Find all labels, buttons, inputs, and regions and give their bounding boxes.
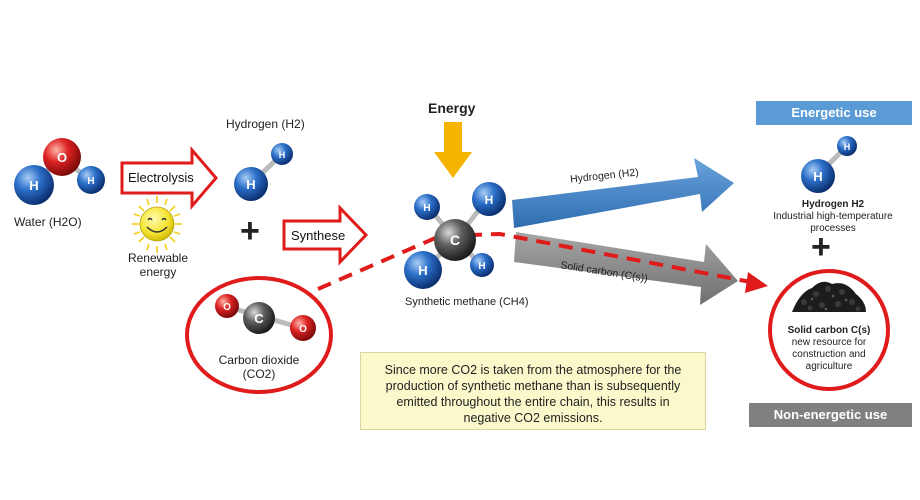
negative-emissions-note: Since more CO2 is taken from the atmosph… (360, 352, 706, 430)
carbon-pile-icon (792, 281, 866, 312)
hydrogen-use-line: Industrial high-temperature (773, 211, 893, 222)
solid-carbon-use-line: new resource for (791, 337, 867, 348)
renewable-line: Renewable (127, 251, 189, 265)
water-hydrogen-atom (77, 166, 105, 194)
co2-label-line: (CO2) (242, 367, 276, 382)
hydrogen-use-description: Hydrogen H2 Industrial high-temperature … (759, 199, 907, 235)
hydrogen-left-label: Hydrogen (H2) (226, 117, 305, 131)
methane-atom-label: H (478, 261, 485, 272)
hydrogen-atom (837, 136, 857, 156)
hydrogen-molecule: H H (234, 143, 293, 201)
solid-carbon-output-arrow (514, 232, 738, 305)
water-atom-label: O (57, 150, 67, 165)
note-line: production of synthetic methane than is … (385, 379, 681, 393)
water-atom-label: H (29, 178, 38, 193)
co2-atom-label: O (223, 302, 231, 313)
energy-arrow (434, 122, 472, 178)
co2-label: Carbon dioxide (CO2) (216, 353, 302, 382)
co2-atom-label: O (299, 324, 307, 335)
water-molecule: O H H (14, 138, 105, 205)
electrolysis-arrow (120, 145, 218, 211)
synthese-arrow (282, 204, 369, 266)
water-hydrogen-atom (14, 165, 54, 205)
note-line: Since more CO2 is taken from the atmosph… (384, 363, 682, 377)
hydrogen-use-line: processes (810, 223, 856, 234)
solid-carbon-use-line: agriculture (805, 361, 853, 372)
methane-hydrogen-atom (414, 194, 440, 220)
solid-carbon-use-title: Solid carbon C(s) (787, 325, 871, 336)
methane-atom-label: C (450, 232, 460, 248)
sun-icon (132, 196, 182, 253)
methane-hydrogen-atom (404, 251, 442, 289)
non-energetic-use-header: Non-energetic use (749, 403, 912, 427)
co2-oxygen-atom (290, 315, 316, 341)
carbon-flow-arrowhead (745, 272, 768, 293)
water-label-text: Water (H2O) (14, 215, 82, 229)
solid-carbon-use-line: construction and (792, 349, 866, 360)
methane-hydrogen-atom (472, 182, 506, 216)
co2-carbon-atom (243, 302, 275, 334)
hydrogen-output-arrow (512, 158, 734, 228)
plus-sign: + (240, 212, 260, 250)
renewable-line: energy (139, 265, 177, 280)
co2-molecule: O C O (215, 294, 316, 341)
methane-atom-label: H (423, 203, 430, 214)
methane-atom-label: H (418, 263, 427, 278)
methane-molecule: H H C H H (404, 182, 506, 289)
co2-label-line: Carbon dioxide (218, 353, 300, 367)
water-oxygen-atom (43, 138, 81, 176)
energetic-use-header: Energetic use (756, 101, 912, 125)
water-label: Water (H2O) (14, 215, 82, 229)
hydrogen-atom (234, 167, 268, 201)
methane-label: Synthetic methane (CH4) (405, 296, 529, 308)
hydrogen-atom (271, 143, 293, 165)
hydrogen-use-title: Hydrogen H2 (801, 199, 865, 210)
co2-atom-label: C (254, 311, 264, 326)
hydrogen-atom-label: H (279, 150, 286, 160)
methane-carbon-atom (434, 219, 476, 261)
hydrogen-atom (801, 159, 835, 193)
water-atom-label: H (87, 176, 94, 187)
methane-hydrogen-atom (470, 253, 494, 277)
plus-sign-right: + (811, 228, 831, 266)
note-line: emitted throughout the entire chain, thi… (396, 395, 670, 409)
hydrogen-atom-label: H (246, 177, 255, 192)
methane-atom-label: H (485, 193, 494, 207)
hydrogen-molecule-output: H H (801, 136, 857, 193)
hydrogen-atom-label: H (844, 142, 851, 152)
renewable-energy-label: Renewable energy (126, 251, 190, 280)
note-line: negative CO2 emissions. (463, 411, 603, 425)
hydrogen-atom-label: H (813, 169, 822, 184)
co2-oxygen-atom (215, 294, 239, 318)
electrolysis-label: Electrolysis (128, 170, 194, 185)
solid-carbon-use-description: Solid carbon C(s) new resource for const… (779, 325, 879, 373)
energy-label: Energy (428, 100, 476, 116)
synthese-label: Synthese (291, 228, 346, 243)
